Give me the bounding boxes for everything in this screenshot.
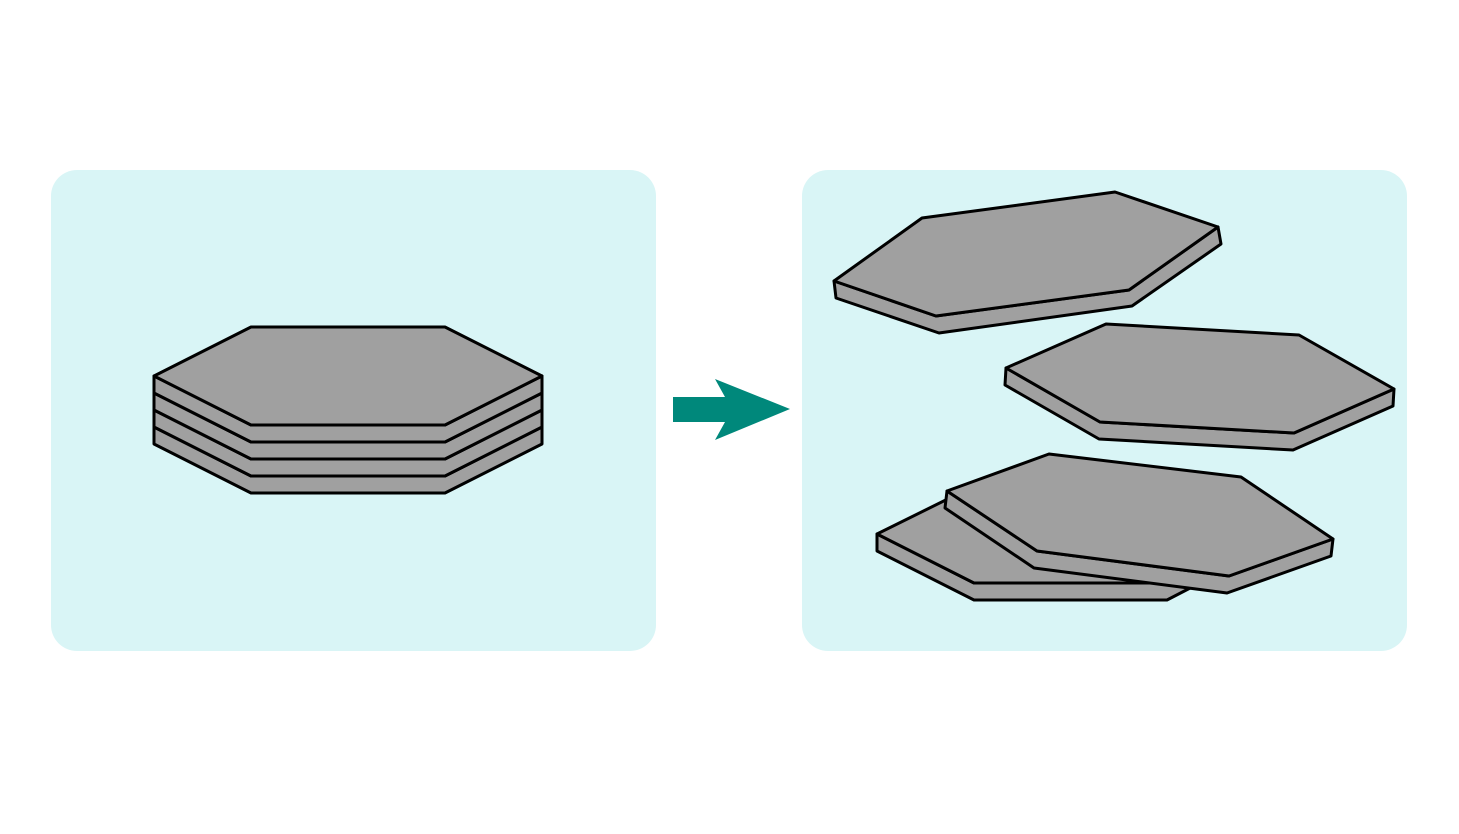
- sheet-face: [1004, 322, 1396, 435]
- layered-stack: [152, 325, 544, 495]
- sheet-face: [945, 452, 1335, 578]
- transform-arrow: [673, 379, 790, 440]
- sheet-bottom-front: [943, 452, 1335, 595]
- sheet-face: [832, 190, 1220, 318]
- stack-top-face: [152, 325, 544, 427]
- sheet-top: [832, 190, 1223, 335]
- sheet-middle: [1003, 322, 1396, 452]
- separated-sheets: [832, 190, 1396, 602]
